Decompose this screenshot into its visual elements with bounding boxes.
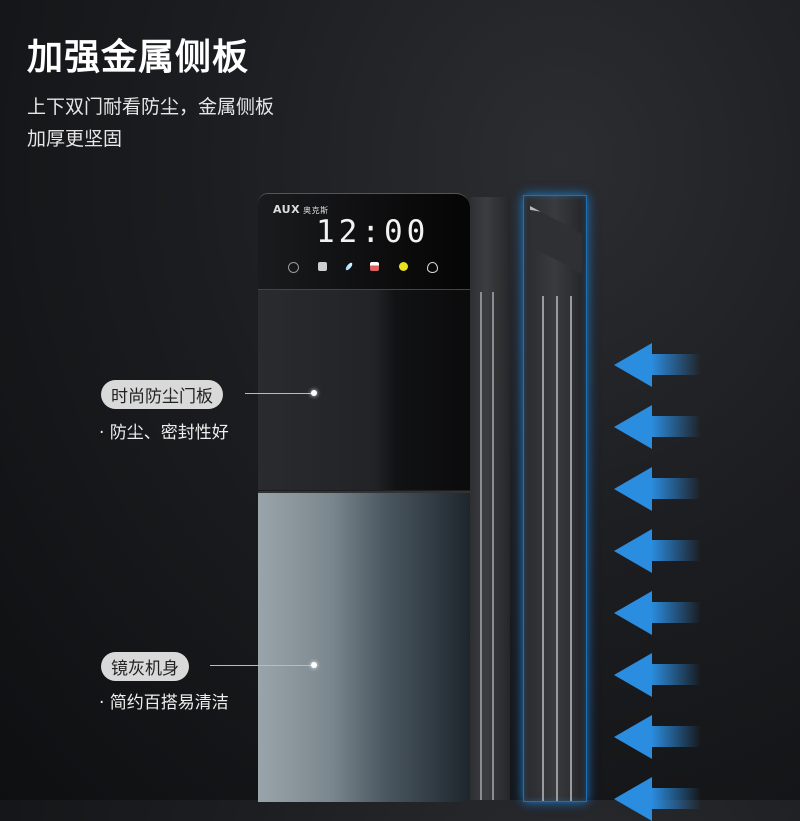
uv-sterilize-icon[interactable] — [344, 261, 354, 272]
detached-metal-side-panel — [523, 195, 587, 802]
arrow-left-icon — [614, 715, 701, 759]
heat-icon[interactable] — [370, 262, 380, 271]
callout-line — [210, 665, 313, 666]
callout-bullet-body: · 简约百搭易清洁 — [99, 693, 229, 713]
arrow-left-icon — [614, 653, 701, 697]
time-display: 12:00 — [316, 214, 430, 250]
side-panel — [470, 197, 510, 800]
power-icon[interactable] — [288, 262, 299, 273]
cup-icon[interactable] — [318, 262, 328, 271]
callout-dot — [311, 662, 317, 668]
callout-tag-body: 镜灰机身 — [101, 652, 189, 681]
page-title: 加强金属侧板 — [27, 37, 250, 78]
arrow-left-icon — [614, 467, 701, 511]
arrow-left-icon — [614, 591, 701, 635]
arrow-left-icon — [614, 405, 701, 449]
subtitle-line-2: 加厚更坚固 — [27, 128, 123, 150]
arrow-left-icon — [614, 777, 701, 821]
arrow-left-icon — [614, 529, 701, 573]
subtitle-line-1: 上下双门耐看防尘，金属侧板 — [27, 96, 275, 118]
callout-line — [245, 393, 313, 394]
normal-temp-icon[interactable] — [398, 262, 408, 271]
arrow-left-icon — [614, 343, 701, 387]
water-drop-icon[interactable] — [426, 262, 438, 273]
upper-dust-door — [258, 289, 470, 490]
callout-bullet-dust-door: · 防尘、密封性好 — [99, 423, 229, 443]
callout-tag-dust-door: 时尚防尘门板 — [101, 380, 223, 409]
lower-mirror-gray-body — [258, 491, 470, 802]
callout-dot — [311, 390, 317, 396]
control-icons — [288, 261, 438, 273]
